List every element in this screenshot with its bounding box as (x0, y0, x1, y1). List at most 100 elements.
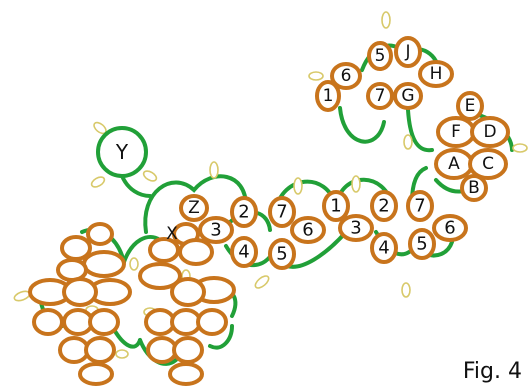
ring-orange (146, 336, 178, 364)
ring-6 (290, 216, 326, 244)
label-b: B (468, 178, 480, 198)
ring-orange (56, 258, 88, 282)
label-c: C (482, 154, 494, 174)
ring-orange (144, 308, 176, 336)
ring-b (460, 174, 488, 202)
ring-orange (84, 336, 116, 364)
chain-bl-7 (208, 324, 234, 350)
label-1-top: 1 (323, 86, 334, 106)
label-6-top: 6 (341, 66, 352, 86)
right-cluster: E F D A C B (434, 91, 510, 202)
label-f: F (451, 122, 461, 142)
ring-3 (198, 216, 234, 244)
label-7: 7 (414, 196, 425, 217)
label-5: 5 (416, 234, 427, 255)
left-join: Z X (166, 194, 209, 244)
numbered-cluster-left: 2 3 4 7 6 5 (198, 196, 326, 270)
ring-5-top (367, 41, 393, 71)
ring-orange (82, 250, 126, 278)
top-diamond: 5 J 6 1 7 G H (315, 36, 454, 112)
ring-orange (62, 277, 98, 307)
ring-g (393, 82, 423, 110)
label-6: 6 (302, 220, 313, 241)
label-h: H (430, 64, 443, 84)
ring-orange (138, 262, 182, 290)
ring-orange (86, 222, 114, 246)
ring-1 (322, 190, 350, 222)
ring-orange (148, 237, 180, 263)
ring-d (470, 116, 510, 148)
ring-7 (406, 190, 434, 222)
label-j: J (404, 42, 410, 62)
picot (401, 282, 411, 298)
chain-left-top (143, 174, 248, 234)
bottom-left-lattice (28, 222, 236, 386)
picot (308, 71, 324, 81)
ring-2 (370, 190, 398, 222)
picot (381, 11, 391, 29)
label-5: 5 (276, 244, 287, 265)
ring-orange (32, 308, 64, 336)
label-3: 3 (350, 218, 361, 239)
chain-top-right (406, 108, 434, 153)
ring-5 (268, 238, 296, 270)
chain-y (120, 174, 152, 198)
label-6: 6 (444, 218, 455, 239)
label-2: 2 (378, 196, 389, 217)
ring-7 (268, 196, 296, 228)
picot (512, 143, 528, 153)
label-5-top: 5 (375, 46, 386, 66)
ring-orange (58, 336, 90, 364)
chain-top-left (338, 106, 386, 144)
picot (90, 176, 106, 188)
label-4: 4 (378, 238, 389, 259)
label-7: 7 (276, 202, 287, 223)
label-3: 3 (210, 220, 221, 241)
ring-c (468, 148, 508, 180)
ring-orange (62, 308, 94, 336)
ring-2 (230, 196, 258, 228)
ring-orange (168, 362, 204, 386)
picot (115, 349, 129, 359)
label-4: 4 (238, 242, 249, 263)
ring-4 (370, 232, 398, 264)
ring-4 (230, 236, 258, 268)
picot (142, 170, 158, 182)
picot (254, 275, 270, 289)
label-2: 2 (238, 202, 249, 223)
ring-orange (170, 308, 202, 336)
ring-5 (408, 228, 436, 260)
label-z: Z (188, 198, 200, 218)
ring-7-top (366, 82, 394, 110)
ring-orange (178, 238, 214, 266)
ring-orange (196, 308, 228, 336)
picot (209, 161, 219, 179)
ring-1-top (315, 80, 341, 112)
label-7-top: 7 (375, 86, 386, 106)
picot (293, 177, 303, 195)
ring-6-top (330, 62, 362, 90)
label-e: E (465, 96, 476, 116)
label-g: G (401, 86, 414, 106)
ring-orange (170, 277, 206, 307)
ring-6 (432, 214, 468, 242)
ring-h (418, 60, 454, 88)
label-1: 1 (330, 196, 341, 217)
label-d: D (483, 122, 496, 142)
ring-y (96, 126, 148, 178)
picot (129, 257, 139, 271)
ring-z (179, 194, 209, 222)
label-y: Y (115, 140, 129, 164)
ring-orange (172, 336, 204, 364)
numbered-cluster-middle: 1 3 2 4 7 6 5 (322, 190, 468, 264)
ring-3 (338, 214, 374, 242)
figure-caption: Fig. 4 (462, 359, 522, 384)
ring-orange (78, 362, 114, 386)
ring-y-group: Y (96, 126, 148, 178)
ring-orange (88, 308, 120, 336)
ring-orange (60, 235, 92, 261)
picot (351, 175, 361, 193)
picot (403, 134, 413, 150)
label-x: X (166, 224, 178, 244)
